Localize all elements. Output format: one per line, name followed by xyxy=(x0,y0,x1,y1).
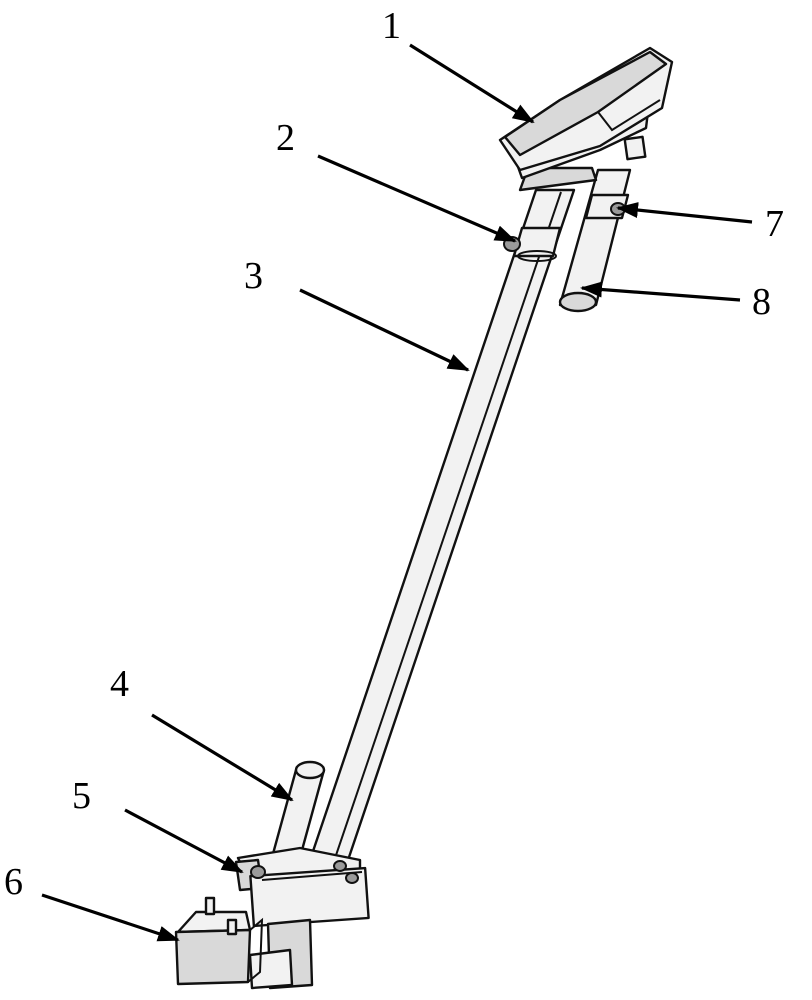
label-6: 6 xyxy=(4,861,23,903)
lower-bracket xyxy=(234,846,370,928)
label-2: 2 xyxy=(276,117,295,159)
label-8: 8 xyxy=(752,281,771,323)
arrow-5 xyxy=(124,808,244,874)
label-1: 1 xyxy=(382,5,401,47)
arrow-3 xyxy=(299,288,470,372)
main-rod xyxy=(304,188,576,874)
lower-rod-stub xyxy=(248,918,314,990)
arrow-1 xyxy=(409,43,535,124)
upper-clamp-collar-left xyxy=(503,226,562,262)
label-7: 7 xyxy=(765,203,784,245)
arrow-2 xyxy=(317,154,517,243)
display-head xyxy=(498,46,674,192)
upper-clamp-collar-right xyxy=(584,193,630,220)
label-4: 4 xyxy=(110,663,129,705)
arrow-8 xyxy=(580,281,741,302)
label-3: 3 xyxy=(244,255,263,297)
motor-box xyxy=(174,896,264,986)
label-5: 5 xyxy=(72,775,91,817)
arrow-6 xyxy=(41,893,180,942)
arrow-7 xyxy=(616,202,753,224)
arrow-4 xyxy=(151,713,294,802)
